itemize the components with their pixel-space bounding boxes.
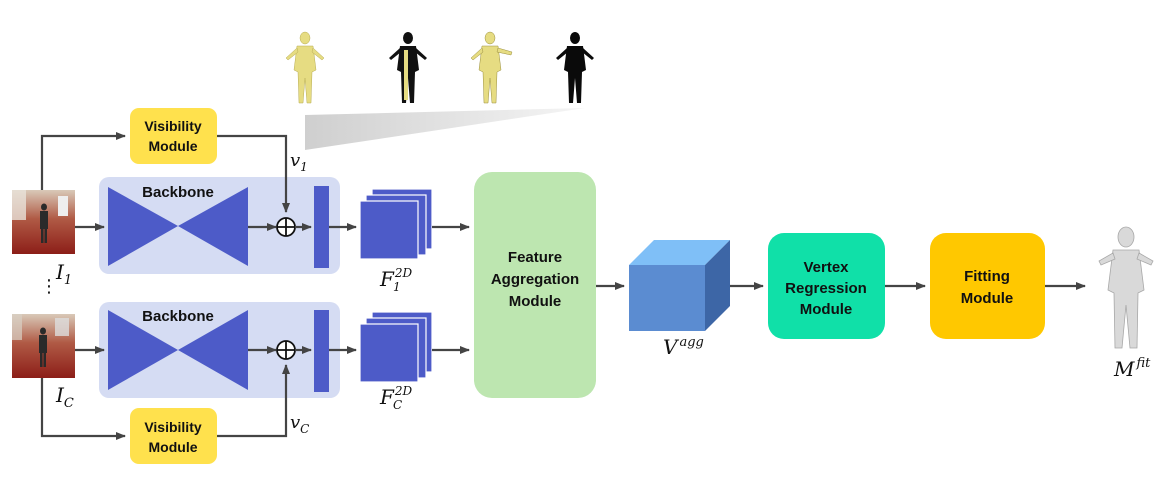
input-label-1: I1 xyxy=(55,260,72,288)
fitting-module: Fitting Module xyxy=(930,233,1045,339)
svg-text:Module: Module xyxy=(800,301,853,318)
svg-text:Aggregation: Aggregation xyxy=(491,271,579,288)
backbone-decoder-1 xyxy=(178,187,248,266)
ellipsis-label: ⋮ xyxy=(40,276,58,297)
svg-text:Visibility: Visibility xyxy=(144,419,202,435)
visibility-module-c: Visibility Module xyxy=(130,408,217,464)
input-image-1 xyxy=(12,190,75,254)
aggregated-volume-cube xyxy=(629,240,730,331)
visibility-renders xyxy=(285,31,594,150)
visibility-label-c: vC xyxy=(290,412,309,436)
feature-label-1: F2D xyxy=(379,266,413,291)
feature-aggregation-module: Feature Aggregation Module xyxy=(474,172,596,398)
feature-map-stack-1 xyxy=(359,188,433,260)
add-operator-c xyxy=(276,340,296,360)
visibility-label-1: v1 xyxy=(290,150,308,174)
body-render-yellow-1 xyxy=(285,31,325,104)
backbone-label-c: Backbone xyxy=(142,308,214,325)
svg-text:Visibility: Visibility xyxy=(144,118,202,134)
feature-map-stack-c xyxy=(359,311,433,383)
svg-text:Module: Module xyxy=(149,138,198,154)
svg-text:Module: Module xyxy=(961,290,1014,307)
svg-text:Module: Module xyxy=(509,293,562,310)
connector-visibility-add-c xyxy=(217,364,290,438)
visibility-module-1: Visibility Module xyxy=(130,108,217,164)
feature-bar-1 xyxy=(314,186,329,268)
connector-inputc-visibility xyxy=(40,378,126,440)
svg-text:Vertex: Vertex xyxy=(803,259,849,276)
body-render-dark-1 xyxy=(389,32,427,103)
input-image-c xyxy=(12,314,75,378)
feature-label-c: F2D xyxy=(379,384,413,409)
vertex-regression-module: Vertex Regression Module xyxy=(768,233,885,339)
visibility-projection-beam xyxy=(305,108,585,150)
add-operator-1 xyxy=(276,217,296,237)
output-body-mesh xyxy=(1098,226,1154,349)
backbone-label-1: Backbone xyxy=(142,184,214,201)
svg-text:Regression: Regression xyxy=(785,280,867,297)
connector-input1-visibility xyxy=(40,132,126,190)
svg-text:Module: Module xyxy=(149,439,198,455)
body-render-yellow-2 xyxy=(470,31,513,104)
feature-label-1-sub: 1 xyxy=(393,280,401,294)
backbone-encoder-c xyxy=(108,310,178,390)
input-label-c: IC xyxy=(55,383,74,411)
backbone-decoder-c xyxy=(178,310,248,390)
body-render-dark-2 xyxy=(556,32,594,103)
svg-text:Feature: Feature xyxy=(508,249,562,266)
connector-visibility-add-1 xyxy=(217,134,290,213)
svg-text:Fitting: Fitting xyxy=(964,268,1010,285)
backbone-encoder-decoder-1 xyxy=(108,187,178,266)
feature-label-c-sub: C xyxy=(393,398,402,412)
feature-bar-c xyxy=(314,310,329,392)
